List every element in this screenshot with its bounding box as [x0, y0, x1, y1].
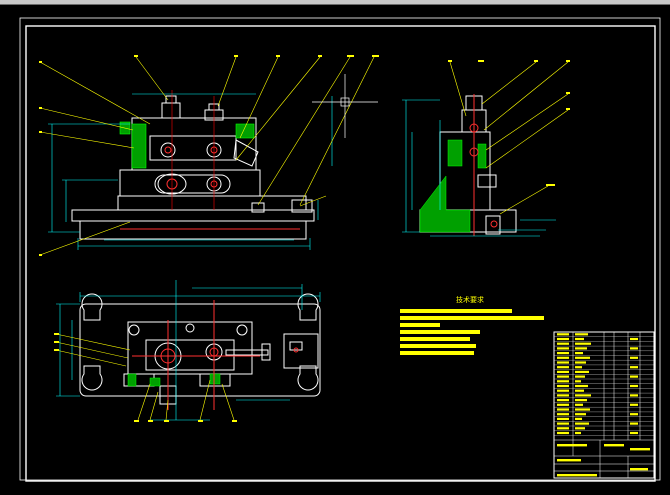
parts-list-cell-text: [630, 413, 638, 416]
parts-list-cell-text: [557, 399, 569, 402]
parts-list-cell-text: [630, 375, 638, 378]
parts-list-cell-text: [557, 342, 569, 345]
parts-list-cell-text: [557, 352, 569, 355]
parts-list-cell-text: [575, 431, 581, 435]
parts-list-cell-text: [575, 384, 588, 388]
parts-list-cell-text: [557, 370, 569, 373]
side-section-view: [402, 60, 570, 237]
parts-list-cell-text: [575, 337, 584, 341]
parts-list-cell-text: [575, 380, 581, 383]
title-block-cell-text: [557, 474, 597, 477]
title-block-cell-text: [630, 448, 650, 451]
title-block: [553, 331, 655, 479]
parts-list-cell-text: [557, 384, 569, 388]
parts-list-cell-text: [630, 431, 638, 435]
parts-list-cell-text: [630, 347, 638, 350]
title-block-cell-text: [604, 444, 624, 447]
window-titlebar: [0, 0, 670, 5]
parts-list-cell-text: [575, 366, 582, 369]
parts-list-cell-text: [557, 389, 569, 392]
parts-list-cell-text: [557, 394, 569, 397]
parts-list-cell-text: [630, 394, 638, 397]
parts-list-cell-text: [575, 413, 586, 416]
parts-list-cell-text: [575, 427, 585, 430]
parts-list-cell-text: [557, 408, 569, 411]
parts-list-cell-text: [557, 356, 569, 359]
parts-list-cell-text: [557, 417, 569, 420]
parts-list-cell-text: [557, 337, 569, 341]
parts-list-cell-text: [575, 342, 591, 345]
parts-list-cell-text: [557, 366, 569, 369]
parts-list-cell-text: [557, 380, 569, 383]
parts-list-cell-text: [557, 375, 569, 378]
parts-list-cell-text: [575, 361, 586, 364]
sheet-frame: [19, 17, 661, 482]
title-block-cell-text: [557, 459, 581, 462]
parts-list-cell-text: [575, 399, 587, 402]
parts-list-cell-text: [630, 403, 638, 406]
parts-list-cell-text: [575, 422, 589, 425]
top-view: [54, 280, 321, 422]
technical-requirements: 技术要求: [400, 295, 544, 355]
parts-list-cell-text: [630, 384, 638, 388]
parts-list-cell-text: [630, 356, 638, 359]
parts-list-cell-text: [557, 427, 569, 430]
parts-list-cell-text: [630, 422, 638, 425]
technical-requirements-heading: 技术要求: [456, 295, 484, 304]
parts-list-cell-text: [630, 337, 638, 341]
parts-list-cell-text: [557, 361, 569, 364]
parts-list-cell-text: [575, 403, 583, 406]
parts-list-cell-text: [575, 375, 585, 378]
parts-list-cell-text: [630, 366, 638, 369]
title-block-cell-text: [557, 444, 587, 447]
parts-list-cell-text: [557, 333, 569, 336]
parts-list-cell-text: [557, 403, 569, 406]
parts-list-cell-text: [575, 417, 582, 420]
parts-list-cell-text: [557, 347, 569, 350]
parts-list-cell-text: [557, 413, 569, 416]
parts-list-cell-text: [575, 347, 587, 350]
parts-list-cell-text: [575, 370, 589, 373]
parts-list-cell-text: [575, 408, 590, 411]
parts-list-cell-text: [575, 389, 584, 392]
crosshair-cursor-icon: [312, 74, 378, 138]
parts-list-cell-text: [557, 422, 569, 425]
parts-list-cell-text: [575, 352, 583, 355]
parts-list-cell-text: [575, 356, 590, 359]
parts-list-cell-text: [575, 394, 591, 397]
front-view: [39, 55, 379, 256]
parts-list-cell-text: [557, 431, 569, 435]
title-block-cell-text: [630, 468, 648, 471]
parts-list-cell-text: [575, 333, 588, 336]
